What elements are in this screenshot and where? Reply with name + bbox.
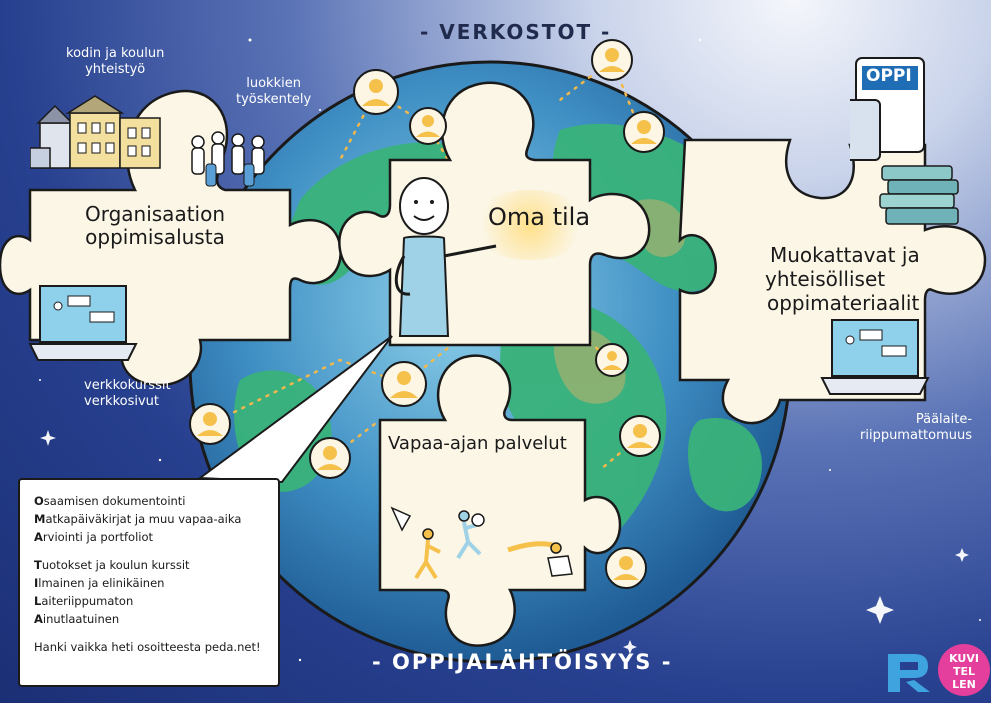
school-houses-icon — [30, 95, 161, 169]
callout-line: Osaamisen dokumentointi — [34, 494, 186, 508]
label-paalaiteriippumattomuus: Päälaite-riippumattomuus — [860, 412, 973, 443]
label-right-line2: yhteisölliset — [765, 267, 886, 291]
person-icon — [591, 39, 633, 81]
pr-logo-icon — [888, 654, 930, 692]
callout-line: Laiteriippumaton — [34, 594, 134, 608]
kuvitellen-logo: KUVI TEL LEN — [938, 644, 990, 696]
callout-line: Arviointi ja portfoliot — [34, 530, 154, 544]
person-icon — [189, 403, 231, 445]
sports-activities-icon — [390, 506, 573, 580]
callout-box: Osaamisen dokumentointi Matkapäiväkirjat… — [18, 478, 280, 687]
callout-group-2: Tuotokset ja koulun kurssit Ilmainen ja … — [34, 556, 264, 628]
callout-line: Matkapäiväkirjat ja muu vapaa-aika — [34, 512, 242, 526]
label-oma-tila: Oma tila — [488, 203, 591, 231]
person-icon — [309, 437, 351, 479]
laptop-icon-right — [820, 319, 930, 395]
title-oppijalahtoisyys: - OPPIJALÄHTÖISYYS - — [372, 650, 673, 674]
label-organisaation-oppimisalusta: Organisaation oppimisalusta — [84, 202, 226, 249]
person-icon — [619, 415, 661, 457]
person-icon — [381, 361, 427, 407]
title-verkostot: - VERKOSTOT - — [420, 20, 612, 44]
callout-group-1: Osaamisen dokumentointi Matkapäiväkirjat… — [34, 492, 264, 546]
callout-footer: Hanki vaikka heti osoitteesta peda.net! — [34, 640, 261, 654]
book-stack-icon — [879, 165, 959, 225]
label-right-line1: Muokattavat ja — [770, 243, 920, 267]
oppi-tablet-icon — [850, 57, 925, 161]
label-vapaa-ajan-palvelut: Vapaa-ajan palvelut — [388, 433, 567, 454]
label-right-line3: oppimateriaalit — [767, 291, 920, 315]
oppi-logo-text: OPPI — [866, 66, 912, 86]
people-group-icon — [191, 131, 265, 187]
callout-line: Ainutlaatuinen — [34, 612, 120, 626]
laptop-icon-left — [28, 285, 138, 361]
callout-line: Ilmainen ja elinikäinen — [34, 576, 165, 590]
person-icon — [409, 107, 447, 145]
person-icon — [605, 547, 647, 589]
person-icon — [353, 69, 399, 115]
student-figure-icon — [394, 177, 497, 337]
person-icon — [595, 343, 629, 377]
callout-line: Tuotokset ja koulun kurssit — [34, 558, 190, 572]
person-icon — [623, 111, 665, 153]
